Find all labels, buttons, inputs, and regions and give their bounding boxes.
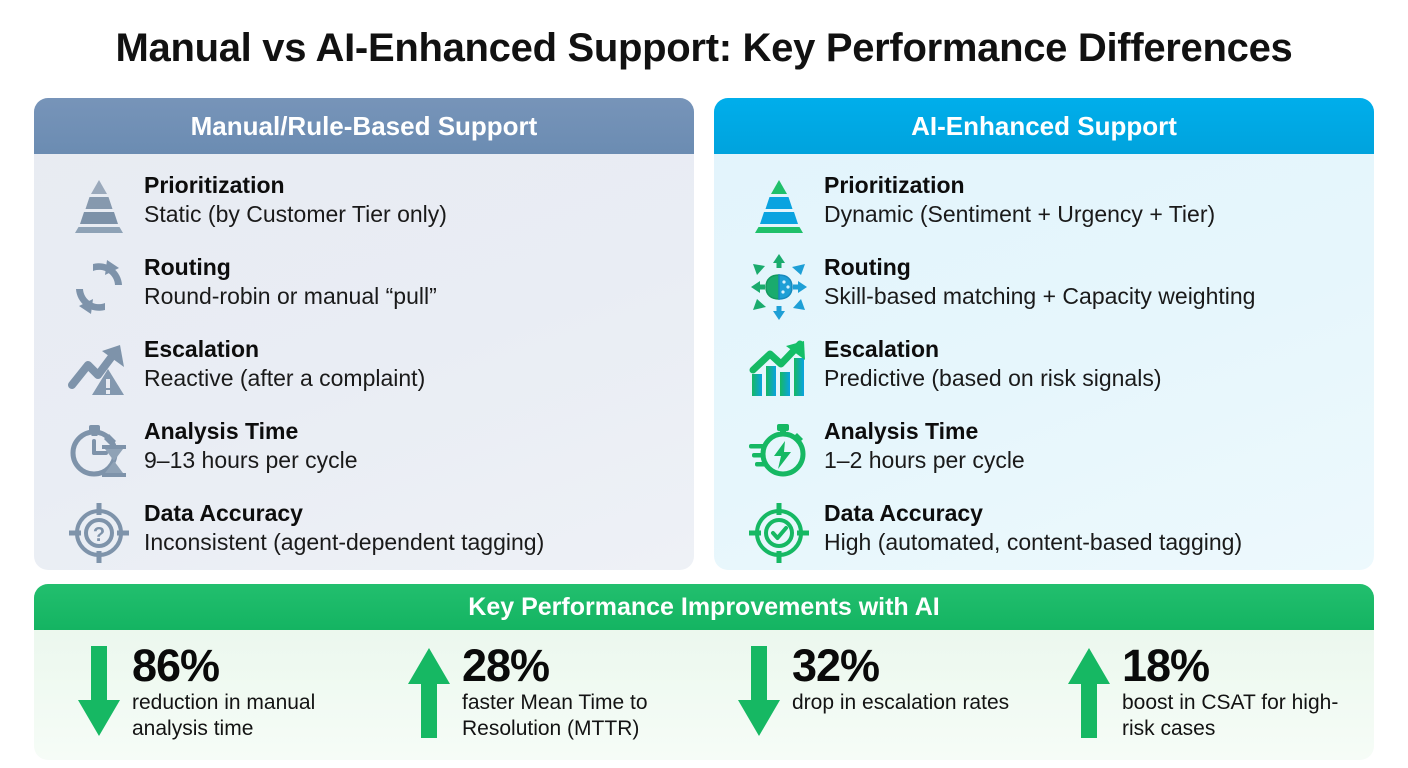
- row-text: Escalation Reactive (after a complaint): [138, 332, 425, 393]
- page-title: Manual vs AI-Enhanced Support: Key Perfo…: [115, 26, 1293, 70]
- stat-item: 18% boost in CSAT for high-risk cases: [1036, 642, 1366, 742]
- improvements-header: Key Performance Improvements with AI: [34, 584, 1374, 630]
- svg-text:?: ?: [93, 524, 105, 546]
- row-title: Data Accuracy: [144, 500, 303, 526]
- stopwatch-hourglass-icon: [60, 414, 138, 488]
- stat-label: faster Mean Time to Resolution (MTTR): [462, 691, 648, 740]
- row-title: Escalation: [144, 336, 260, 362]
- row-title: Escalation: [824, 336, 940, 362]
- row-analysis-time-manual: Analysis Time 9–13 hours per cycle: [60, 414, 676, 496]
- row-desc: Inconsistent (agent-dependent tagging): [144, 529, 545, 555]
- row-title: Prioritization: [824, 172, 965, 198]
- row-text: Data Accuracy High (automated, content-b…: [818, 496, 1242, 557]
- row-title: Data Accuracy: [824, 500, 983, 526]
- row-text: Prioritization Static (by Customer Tier …: [138, 168, 447, 229]
- stat-value: 32%: [792, 640, 880, 691]
- row-analysis-time-ai: Analysis Time 1–2 hours per cycle: [740, 414, 1356, 496]
- stat-value: 28%: [462, 640, 550, 691]
- stat-body: 18% boost in CSAT for high-risk cases: [1116, 642, 1366, 742]
- row-escalation-manual: Escalation Reactive (after a complaint): [60, 332, 676, 414]
- row-text: Analysis Time 1–2 hours per cycle: [818, 414, 1025, 475]
- arrow-down-icon: [732, 642, 786, 742]
- stat-item: 86% reduction in manual analysis time: [46, 642, 376, 742]
- row-text: Routing Skill-based matching + Capacity …: [818, 250, 1255, 311]
- panel-manual-support: Manual/Rule-Based Support Prioritization…: [34, 98, 694, 570]
- row-data-accuracy-ai: Data Accuracy High (automated, content-b…: [740, 496, 1356, 570]
- row-desc: Predictive (based on risk signals): [824, 365, 1162, 391]
- row-escalation-ai: Escalation Predictive (based on risk sig…: [740, 332, 1356, 414]
- stat-value: 86%: [132, 640, 220, 691]
- panel-manual-header: Manual/Rule-Based Support: [34, 98, 694, 154]
- pyramid-icon: [60, 168, 138, 242]
- panel-ai-support: AI-Enhanced Support Prioritization Dynam…: [714, 98, 1374, 570]
- row-desc: Dynamic (Sentiment + Urgency + Tier): [824, 201, 1216, 227]
- row-title: Routing: [824, 254, 911, 280]
- row-text: Analysis Time 9–13 hours per cycle: [138, 414, 358, 475]
- row-text: Data Accuracy Inconsistent (agent-depend…: [138, 496, 544, 557]
- pyramid-color-icon: [740, 168, 818, 242]
- row-routing-manual: Routing Round-robin or manual “pull”: [60, 250, 676, 332]
- trend-warning-icon: [60, 332, 138, 406]
- panel-ai-rows: Prioritization Dynamic (Sentiment + Urge…: [714, 154, 1374, 570]
- row-desc: Static (by Customer Tier only): [144, 201, 447, 227]
- stat-label: drop in escalation rates: [792, 691, 1010, 714]
- brain-network-icon: [740, 250, 818, 324]
- stat-label: reduction in manual analysis time: [132, 691, 316, 740]
- refresh-cycle-icon: [60, 250, 138, 324]
- row-data-accuracy-manual: ? Data Accuracy Inconsistent (agent-depe…: [60, 496, 676, 570]
- stat-body: 86% reduction in manual analysis time: [126, 642, 376, 742]
- row-prioritization-manual: Prioritization Static (by Customer Tier …: [60, 168, 676, 250]
- stat-item: 28% faster Mean Time to Resolution (MTTR…: [376, 642, 706, 742]
- row-title: Routing: [144, 254, 231, 280]
- panel-manual-rows: Prioritization Static (by Customer Tier …: [34, 154, 694, 570]
- row-title: Prioritization: [144, 172, 285, 198]
- bar-chart-up-icon: [740, 332, 818, 406]
- row-text: Routing Round-robin or manual “pull”: [138, 250, 437, 311]
- stat-body: 28% faster Mean Time to Resolution (MTTR…: [456, 642, 706, 742]
- panel-ai-header: AI-Enhanced Support: [714, 98, 1374, 154]
- row-title: Analysis Time: [144, 418, 299, 444]
- arrow-up-icon: [402, 642, 456, 742]
- row-routing-ai: Routing Skill-based matching + Capacity …: [740, 250, 1356, 332]
- arrow-up-icon: [1062, 642, 1116, 742]
- stat-body: 32% drop in escalation rates: [786, 642, 1009, 716]
- row-desc: 9–13 hours per cycle: [144, 447, 358, 473]
- panel-improvements: Key Performance Improvements with AI 86%…: [34, 584, 1374, 760]
- stopwatch-bolt-icon: [740, 414, 818, 488]
- arrow-down-icon: [72, 642, 126, 742]
- stat-item: 32% drop in escalation rates: [706, 642, 1036, 742]
- row-desc: Reactive (after a complaint): [144, 365, 426, 391]
- target-check-icon: [740, 496, 818, 570]
- row-desc: Skill-based matching + Capacity weightin…: [824, 283, 1256, 309]
- row-text: Prioritization Dynamic (Sentiment + Urge…: [818, 168, 1215, 229]
- row-text: Escalation Predictive (based on risk sig…: [818, 332, 1161, 393]
- row-desc: 1–2 hours per cycle: [824, 447, 1025, 473]
- target-question-icon: ?: [60, 496, 138, 570]
- row-prioritization-ai: Prioritization Dynamic (Sentiment + Urge…: [740, 168, 1356, 250]
- row-desc: High (automated, content-based tagging): [824, 529, 1243, 555]
- row-desc: Round-robin or manual “pull”: [144, 283, 437, 309]
- stat-label: boost in CSAT for high-risk cases: [1122, 691, 1339, 740]
- row-title: Analysis Time: [824, 418, 979, 444]
- stats-list: 86% reduction in manual analysis time 28…: [34, 630, 1374, 742]
- stat-value: 18%: [1122, 640, 1210, 691]
